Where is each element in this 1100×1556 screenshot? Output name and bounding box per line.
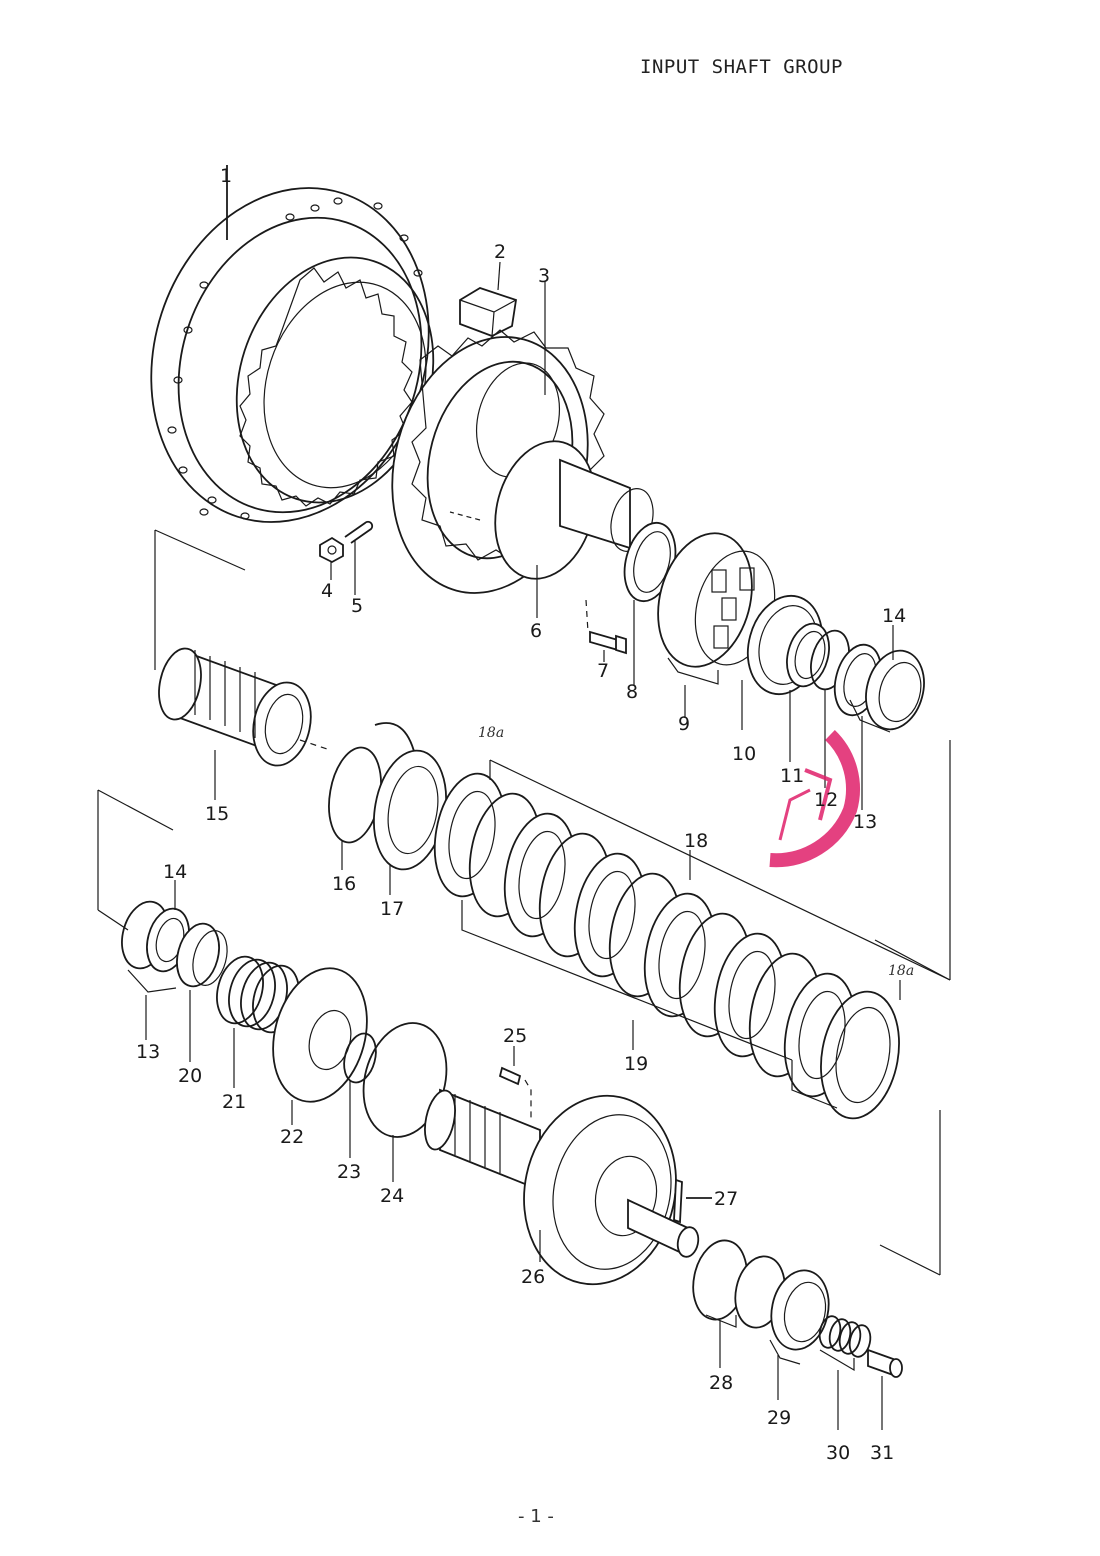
callout-2: 2 — [494, 241, 506, 263]
callout-21: 21 — [222, 1091, 246, 1113]
part-29-ring — [769, 1269, 830, 1400]
part-13-14-left — [97, 789, 190, 1040]
part-11-ring — [786, 622, 830, 762]
part-9-bearing — [657, 532, 776, 718]
callout-9: 9 — [678, 713, 690, 735]
callout-13-lower: 13 — [136, 1041, 160, 1063]
part-4-5-nut-pin — [319, 520, 374, 595]
callout-25: 25 — [503, 1025, 527, 1047]
callout-18a-right: 18a — [888, 963, 914, 979]
part-14-needle-bearing — [849, 625, 925, 733]
part-2-block — [459, 261, 518, 337]
part-18-19-clutch-pack — [433, 740, 951, 1276]
part-31-plug — [867, 1348, 903, 1430]
callout-17: 17 — [380, 898, 404, 920]
callout-18a-top: 18a — [478, 725, 504, 741]
callout-5: 5 — [351, 595, 363, 617]
page-number: - 1 - — [518, 1506, 554, 1527]
part-7-bolt — [585, 599, 627, 662]
part-26-input-shaft — [424, 1088, 712, 1286]
callout-29: 29 — [767, 1407, 791, 1429]
callout-26: 26 — [521, 1266, 545, 1288]
callout-27: 27 — [714, 1188, 738, 1210]
callout-30: 30 — [826, 1442, 850, 1464]
callout-22: 22 — [280, 1126, 304, 1148]
callout-labels: 1 2 3 4 5 6 7 8 9 10 11 12 13 14 15 16 1… — [136, 165, 914, 1464]
callout-12: 12 — [814, 789, 838, 811]
callout-14-lower: 14 — [163, 861, 187, 883]
part-20-ring — [176, 922, 228, 1062]
part-30-spring — [818, 1315, 872, 1430]
callout-31: 31 — [870, 1442, 894, 1464]
callout-23: 23 — [337, 1161, 361, 1183]
callout-13-upper: 13 — [853, 811, 877, 833]
part-1-ring-housing — [150, 165, 435, 523]
part-23-seal — [343, 1032, 377, 1158]
callout-28: 28 — [709, 1372, 733, 1394]
part-25-pin — [498, 1046, 532, 1120]
callout-19: 19 — [624, 1053, 648, 1075]
callout-11: 11 — [780, 765, 804, 787]
part-6-hub — [449, 440, 654, 618]
callout-8: 8 — [626, 681, 638, 703]
callout-10: 10 — [732, 743, 756, 765]
callout-16: 16 — [332, 873, 356, 895]
callout-14-upper: 14 — [882, 605, 906, 627]
callout-7: 7 — [597, 660, 609, 682]
callout-24: 24 — [380, 1185, 404, 1207]
callout-1: 1 — [220, 165, 232, 187]
callout-18: 18 — [684, 830, 708, 852]
callout-15: 15 — [205, 803, 229, 825]
callout-6: 6 — [530, 620, 542, 642]
inspection-stamp — [769, 729, 860, 868]
callout-3: 3 — [538, 265, 550, 287]
callout-20: 20 — [178, 1065, 202, 1087]
callout-4: 4 — [321, 580, 333, 602]
part-22-piston — [272, 967, 368, 1125]
page-title: INPUT SHAFT GROUP — [640, 56, 843, 78]
part-15-splined-sleeve — [154, 529, 331, 800]
